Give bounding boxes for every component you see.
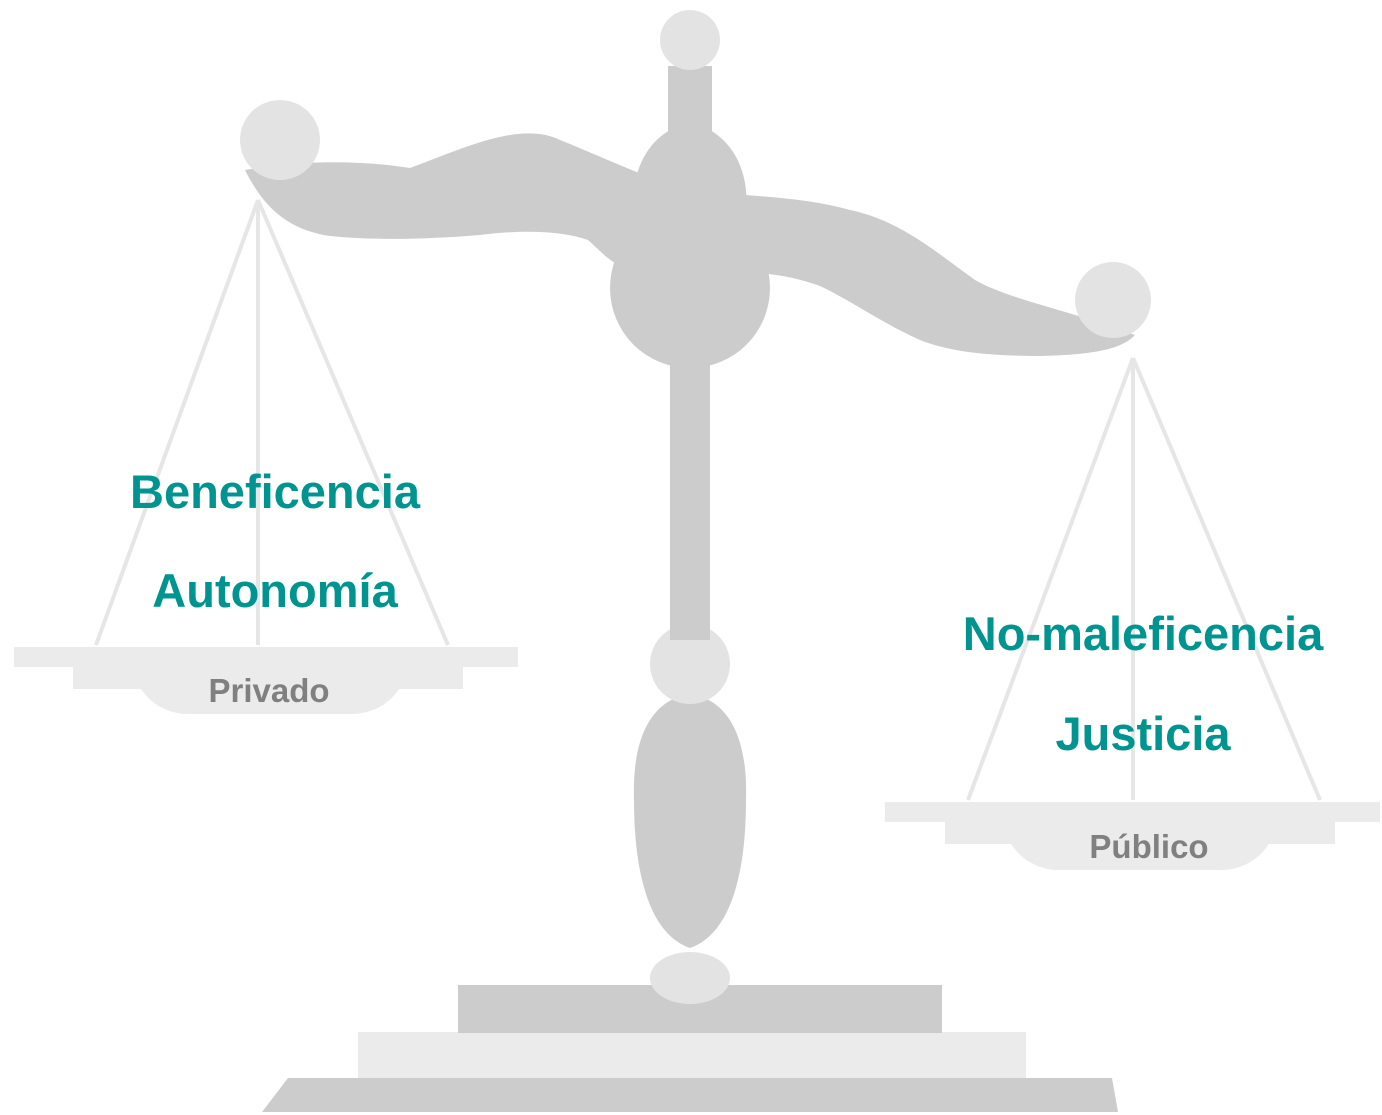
pedestal-body xyxy=(633,694,747,948)
right-principle-1: No-maleficencia xyxy=(962,607,1324,660)
base-bottom-step xyxy=(262,1078,1118,1112)
left-beam-knob xyxy=(240,100,320,180)
left-domain-label: Privado xyxy=(208,672,330,709)
pedestal-foot-knob xyxy=(650,952,730,1004)
left-pan xyxy=(14,647,518,714)
right-beam-knob xyxy=(1075,262,1151,338)
base-middle-step xyxy=(358,1032,1026,1078)
left-principle-1: Beneficencia xyxy=(130,465,420,518)
left-pan-strings xyxy=(94,199,450,646)
right-principle-2: Justicia xyxy=(1055,707,1231,760)
left-principle-2: Autonomía xyxy=(152,564,398,617)
right-pan-strings xyxy=(966,357,1322,801)
right-pan xyxy=(885,802,1380,870)
right-domain-label: Público xyxy=(1089,828,1209,865)
pedestal-top-knob xyxy=(650,624,730,704)
finial-knob xyxy=(660,10,720,70)
beam xyxy=(245,133,1135,356)
pillar xyxy=(670,340,710,640)
